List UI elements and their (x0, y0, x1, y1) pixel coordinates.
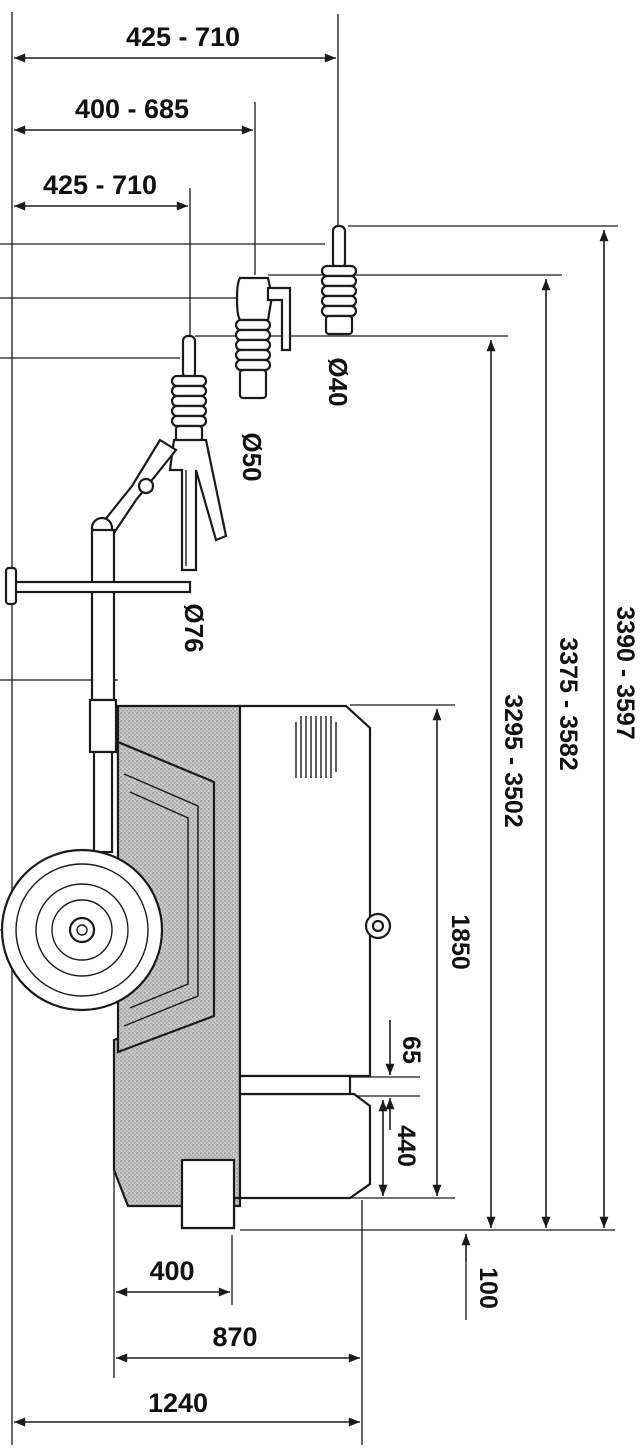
compressor-canopy (112, 704, 392, 1230)
body-height-label: 1850 (446, 914, 474, 970)
top-dimension-1: 425 - 710 (14, 22, 336, 63)
lower-section-dimension: 440 (378, 1100, 420, 1196)
gap-dimension: 65 (385, 1020, 425, 1130)
right-extension-lines (195, 225, 618, 1231)
bottom-dimension-1: 400 (116, 1256, 230, 1297)
right-dimension-1-label: 3390 - 3597 (611, 606, 639, 739)
bottom-dimension-2-label: 870 (212, 1322, 257, 1352)
top-extension-lines (11, 12, 339, 1445)
coupling-40-label: Ø40 (323, 357, 353, 406)
top-dimension-1-label: 425 - 710 (126, 22, 240, 52)
body-height-dimension: 1850 (432, 708, 474, 1196)
wheel (0, 848, 164, 1012)
air-vent-grille (295, 716, 337, 778)
bottom-dimension-1-label: 400 (149, 1256, 194, 1286)
canopy-housing (238, 704, 372, 1078)
ground-clearance-label: 100 (474, 1267, 502, 1309)
bottom-dimension-3-label: 1240 (148, 1388, 208, 1418)
bottom-dimension-2: 870 (116, 1322, 360, 1363)
right-dimension-2-label: 3375 - 3582 (554, 637, 582, 770)
right-dimension-1: 3390 - 3597 (599, 230, 639, 1228)
bottom-dimension-3: 1240 (14, 1388, 360, 1427)
top-dimension-2-label: 400 - 685 (75, 94, 189, 124)
right-dimension-2: 3375 - 3582 (541, 279, 582, 1228)
right-dimension-3: 3295 - 3502 (486, 340, 527, 1228)
canopy-lower-section (238, 1092, 372, 1200)
ground-clearance-dimension: 100 (461, 1234, 502, 1320)
drawbar-linkage (4, 438, 228, 854)
right-dimension-3-label: 3295 - 3502 (499, 694, 527, 827)
coupling-76: Ø76 (170, 334, 209, 653)
lifting-eye (364, 912, 392, 940)
top-dimension-3-label: 425 - 710 (43, 170, 157, 200)
coupling-50-label: Ø50 (237, 432, 267, 481)
coupling-76-label: Ø76 (179, 603, 209, 652)
coupling-50: Ø50 (234, 276, 292, 482)
top-dimension-2: 400 - 685 (14, 94, 253, 135)
coupling-40: Ø40 (320, 224, 358, 407)
lower-section-label: 440 (392, 1125, 420, 1167)
top-dimension-3: 425 - 710 (14, 170, 188, 211)
gap-dimension-label: 65 (397, 1036, 425, 1064)
